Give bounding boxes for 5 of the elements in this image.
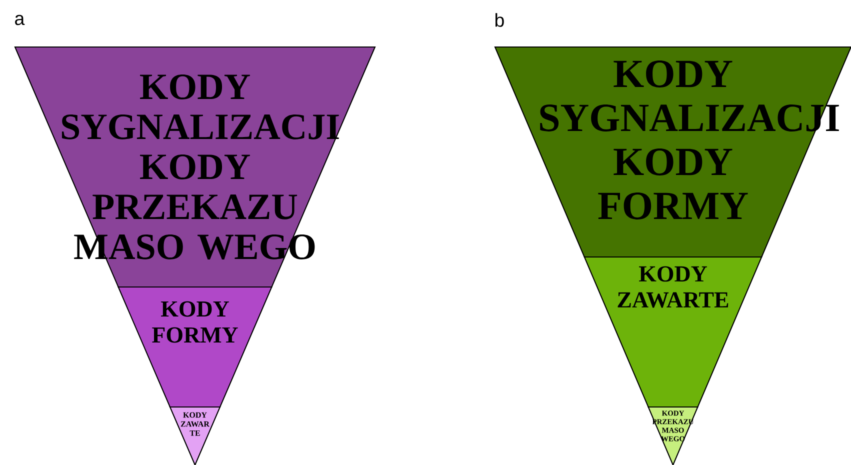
funnel-band: KODY ZAWARTE [584, 256, 762, 408]
panel-letter: a [15, 14, 25, 26]
panel-letter: b [495, 13, 504, 27]
funnel-band: KODY ZAWAR TE [169, 406, 221, 465]
funnel-band: KODY FORMY [118, 286, 272, 408]
